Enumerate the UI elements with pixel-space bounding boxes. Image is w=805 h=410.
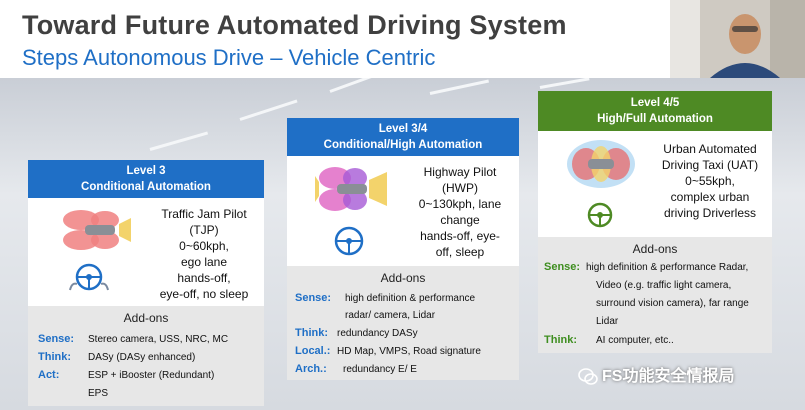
feature-detail: off, sleep (435, 245, 485, 259)
addon-label: Think: (38, 351, 71, 363)
level3-addons: Add-ons Sense: Stereo camera, USS, NRC, … (28, 306, 264, 406)
lane-marking (539, 78, 590, 89)
feature-detail: eye-off, no sleep (159, 287, 249, 301)
addon-value: ESP + iBooster (Redundant) (88, 370, 215, 381)
addon-value: redundancy DASy (337, 328, 418, 339)
level34-level: Level 3/4 (378, 123, 428, 135)
level3-header: Level 3 Conditional Automation (28, 160, 264, 198)
addon-row-arch: Arch.: (295, 363, 327, 375)
addon-row-sense: Sense: (295, 292, 331, 304)
addon-value: high definition & performance Radar, (586, 262, 749, 273)
lane-marking (429, 79, 490, 95)
level34-description: Highway Pilot (HWP) 0~130kph, lane chang… (403, 164, 517, 260)
addons-title: Add-ons (380, 271, 426, 285)
addon-value: DASy (DASy enhanced) (88, 352, 196, 363)
feature-detail: driving Driverless (663, 206, 757, 220)
slide-header: Toward Future Automated Driving System S… (0, 0, 805, 78)
addon-label: Think: (544, 334, 577, 346)
addon-row-think: Think: (544, 334, 577, 346)
addon-value: high definition & performance (345, 293, 476, 304)
car-sensor-icon (63, 210, 131, 250)
addon-row-sense: Sense: (544, 261, 580, 273)
level34-card: Level 3/4 Conditional/High Automation Hi… (287, 118, 519, 380)
addon-value: EPS (88, 388, 109, 399)
addons-title: Add-ons (632, 242, 678, 256)
level34-body: Highway Pilot (HWP) 0~130kph, lane chang… (287, 156, 519, 266)
level45-header: Level 4/5 High/Full Automation (538, 91, 772, 131)
addon-label: Sense: (38, 333, 75, 345)
level34-title: Conditional/High Automation (323, 139, 483, 151)
level45-card: Level 4/5 High/Full Automation Urban Aut… (538, 91, 772, 353)
level3-description: Traffic Jam Pilot (TJP) 0~60kph, ego lan… (146, 206, 262, 302)
level3-level: Level 3 (126, 165, 166, 177)
addon-row-local: Local.: (295, 345, 330, 357)
level45-title: High/Full Automation (597, 113, 713, 125)
feature-speed: 0~60kph, (179, 239, 229, 253)
addon-value: Lidar (596, 316, 619, 327)
addon-value: Stereo camera, USS, NRC, MC (88, 334, 229, 345)
addon-value: redundancy E/ E (343, 364, 417, 375)
feature-abbrev: (TJP) (189, 223, 219, 237)
addon-label: Local.: (295, 345, 331, 357)
car-sensor-icon (567, 140, 635, 188)
level45-body: Urban Automated Driving Taxi (UAT) 0~55k… (538, 131, 772, 237)
watermark-text: FS功能安全情报局 (602, 368, 735, 385)
addon-row-think: Think: (295, 327, 328, 339)
addon-row-sense: Sense: (38, 333, 74, 345)
feature-speed: 0~55kph, (685, 174, 735, 188)
addon-label: Act: (38, 369, 60, 381)
lane-marking (149, 131, 209, 151)
level45-addons: Add-ons Sense: high definition & perform… (538, 237, 772, 353)
feature-detail: hands-off, (177, 271, 231, 285)
addon-row-think: Think: (38, 351, 71, 363)
addon-value: radar/ camera, Lidar (345, 310, 436, 321)
feature-name: Traffic Jam Pilot (161, 207, 247, 221)
addon-value: AI computer, etc.. (596, 335, 674, 346)
feature-speed: 0~130kph, lane (418, 197, 502, 211)
addon-value: HD Map, VMPS, Road signature (337, 346, 481, 357)
steering-wheel-icon (69, 263, 109, 291)
slide-subtitle: Steps Autonomous Drive – Vehicle Centric (22, 45, 436, 70)
addons-title: Add-ons (123, 311, 169, 325)
presenter-icon (670, 0, 805, 78)
car-sensor-icon (315, 167, 387, 211)
level34-addons: Add-ons Sense: high definition & perform… (287, 266, 519, 380)
level3-body: Traffic Jam Pilot (TJP) 0~60kph, ego lan… (28, 198, 264, 306)
autonomy-wheel-icon (587, 202, 613, 228)
feature-name: Highway Pilot (423, 165, 497, 179)
steering-wheel-icon (334, 226, 364, 256)
addon-value: Video (e.g. traffic light camera, (596, 280, 732, 291)
feature-abbrev: (HWP) (442, 181, 478, 195)
level3-title: Conditional Automation (81, 181, 211, 193)
feature-name: Urban Automated (663, 142, 757, 156)
watermark: FS功能安全情报局 (578, 362, 734, 386)
feature-detail: complex urban (670, 190, 750, 204)
wechat-icon (578, 367, 598, 385)
feature-detail: hands-off, eye- (420, 229, 500, 243)
addon-label: Think: (295, 327, 328, 339)
lane-marking (329, 78, 387, 93)
slide-title: Toward Future Automated Driving System (22, 10, 567, 40)
feature-detail: change (440, 213, 480, 227)
level34-header: Level 3/4 Conditional/High Automation (287, 118, 519, 156)
addon-label: Sense: (295, 292, 332, 304)
feature-abbrev: Driving Taxi (UAT) (661, 158, 759, 172)
feature-detail: ego lane (180, 255, 228, 269)
addon-label: Sense: (544, 261, 581, 273)
level3-card: Level 3 Conditional Automation Traffic J… (28, 160, 264, 406)
addon-value: surround vision camera), far range (596, 298, 749, 309)
level45-description: Urban Automated Driving Taxi (UAT) 0~55k… (650, 141, 770, 221)
level45-level: Level 4/5 (630, 97, 680, 109)
presenter-webcam (670, 0, 805, 78)
addon-row-act: Act: (38, 369, 59, 381)
addon-label: Arch.: (295, 363, 327, 375)
